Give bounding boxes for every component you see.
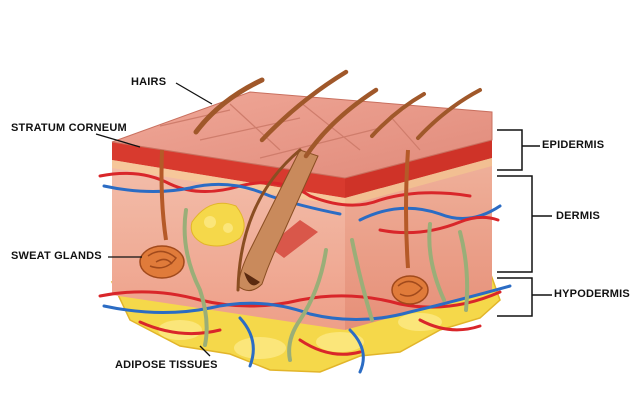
label-dermis: DERMIS <box>556 210 600 222</box>
dermis-bracket <box>497 176 532 272</box>
label-stratum-corneum: STRATUM CORNEUM <box>11 122 127 134</box>
label-adipose-tissues: ADIPOSE TISSUES <box>115 359 218 371</box>
hairs-pointer <box>176 83 212 104</box>
epidermis-bracket <box>497 130 522 170</box>
label-sweat-glands: SWEAT GLANDS <box>11 250 102 262</box>
label-hypodermis: HYPODERMIS <box>554 288 630 300</box>
label-epidermis: EPIDERMIS <box>542 139 604 151</box>
hypodermis-bracket <box>497 278 532 316</box>
label-hairs: HAIRS <box>131 76 166 88</box>
